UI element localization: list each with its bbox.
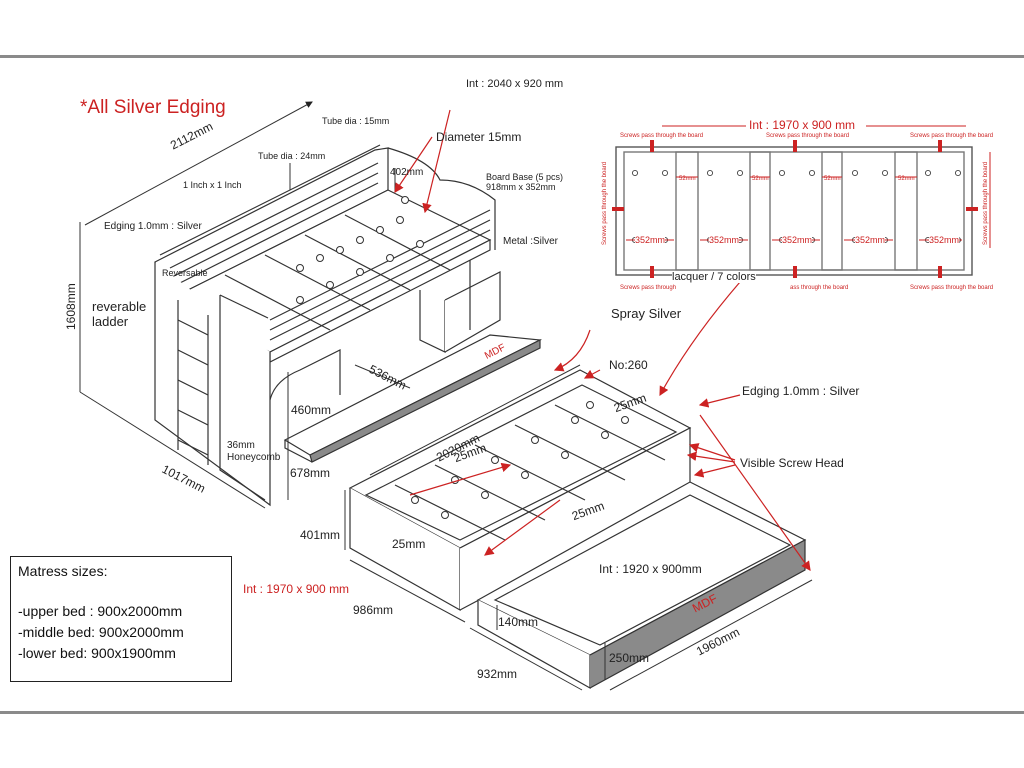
plan-gap-4: 52mm xyxy=(898,176,915,182)
width-986-label: 986mm xyxy=(353,603,394,617)
plan-view xyxy=(615,146,973,276)
int-low-label: Int : 1920 x 900mm xyxy=(599,562,702,576)
middle-bed-frame xyxy=(348,369,692,612)
middle-board-holes xyxy=(411,401,629,519)
mattress-heading: Matress sizes: xyxy=(18,563,108,579)
plan-gap-1: 52mm xyxy=(679,176,696,182)
visible-screw-label: Visible Screw Head xyxy=(740,456,844,470)
diameter-label: Diameter 15mm xyxy=(436,130,522,144)
plan-width-4: 352mm xyxy=(855,235,886,245)
plan-screw-top-1: Screws pass through the board xyxy=(620,133,704,139)
mattress-middle: -middle bed: 900x2000mm xyxy=(18,624,184,640)
int-top-label: Int : 2040 x 920 mm xyxy=(466,78,564,90)
plan-width-1: 352mm xyxy=(635,235,666,245)
edging-left-label: Edging 1.0mm : Silver xyxy=(104,221,202,232)
board-base-label: Board Base (5 pcs) xyxy=(486,172,564,182)
tube-15-label: Tube dia : 15mm xyxy=(322,116,390,126)
lower-dimensions xyxy=(344,364,813,691)
slat-25-d: 25mm xyxy=(392,537,426,551)
mattress-upper: -upper bed : 900x2000mm xyxy=(18,603,183,619)
ladder-label-2: ladder xyxy=(92,314,129,329)
plan-screw-bottom-2: ass through the board xyxy=(790,285,849,291)
int-mid-label: Int : 1970 x 900 mm xyxy=(243,582,350,596)
no-260-label: No:260 xyxy=(609,358,648,372)
plan-screw-top-3: Screws pass through the board xyxy=(910,133,994,139)
plan-gap-2: 52mm xyxy=(752,176,769,182)
red-arrows xyxy=(394,109,811,571)
ladder-label-1: reverable xyxy=(92,299,147,314)
honeycomb-label: Honeycomb xyxy=(227,452,281,463)
height-678-label: 678mm xyxy=(290,466,331,480)
plan-gap-3: 52mm xyxy=(824,176,841,182)
height-1608-label: 1608mm xyxy=(64,283,78,330)
board-base-size-label: 918mm x 352mm xyxy=(486,182,556,192)
plan-screw-bottom-3: Screws pass through the board xyxy=(910,285,994,291)
plan-screw-marks xyxy=(612,140,978,278)
edging-right-label: Edging 1.0mm : Silver xyxy=(742,384,860,398)
bottom-rule xyxy=(0,711,1024,714)
honeycomb-size-label: 36mm xyxy=(227,440,255,451)
height-402-label: 402mm xyxy=(390,167,424,178)
metal-label: Metal :Silver xyxy=(503,236,559,247)
mattress-sizes-box: Matress sizes: -upper bed : 900x2000mm -… xyxy=(10,556,232,682)
plan-screw-bottom-1: Screws pass through xyxy=(620,285,677,291)
reversable-label: Reversable xyxy=(162,268,208,278)
plan-screw-top-2: Screws pass through the board xyxy=(766,133,850,139)
plan-width-2: 352mm xyxy=(709,235,740,245)
plan-width-3: 352mm xyxy=(782,235,813,245)
spray-silver-label: Spray Silver xyxy=(611,306,682,321)
width-932-label: 932mm xyxy=(477,667,518,681)
height-401-label: 401mm xyxy=(300,528,341,542)
height-460-label: 460mm xyxy=(291,403,332,417)
plan-side-right: Screws pass through the board xyxy=(983,161,989,245)
height-140-label: 140mm xyxy=(498,615,539,629)
plan-title: Int : 1970 x 900 mm xyxy=(749,118,856,132)
upper-dimensions xyxy=(79,101,411,509)
top-rule xyxy=(0,55,1024,58)
lacquer-label: lacquer / 7 colors xyxy=(672,271,756,283)
upper-board-holes xyxy=(296,196,424,304)
plan-width-5: 352mm xyxy=(929,235,960,245)
plan-side-left: Screws pass through the board xyxy=(602,161,608,245)
mattress-lower: -lower bed: 900x1900mm xyxy=(18,645,176,661)
lower-drawer-frame xyxy=(476,481,807,690)
inch-label: 1 Inch x 1 Inch xyxy=(183,180,242,190)
tube-24-label: Tube dia : 24mm xyxy=(258,151,326,161)
upper-bed-frame xyxy=(154,144,543,507)
diagram-title: *All Silver Edging xyxy=(80,97,226,118)
height-250-label: 250mm xyxy=(609,651,650,665)
